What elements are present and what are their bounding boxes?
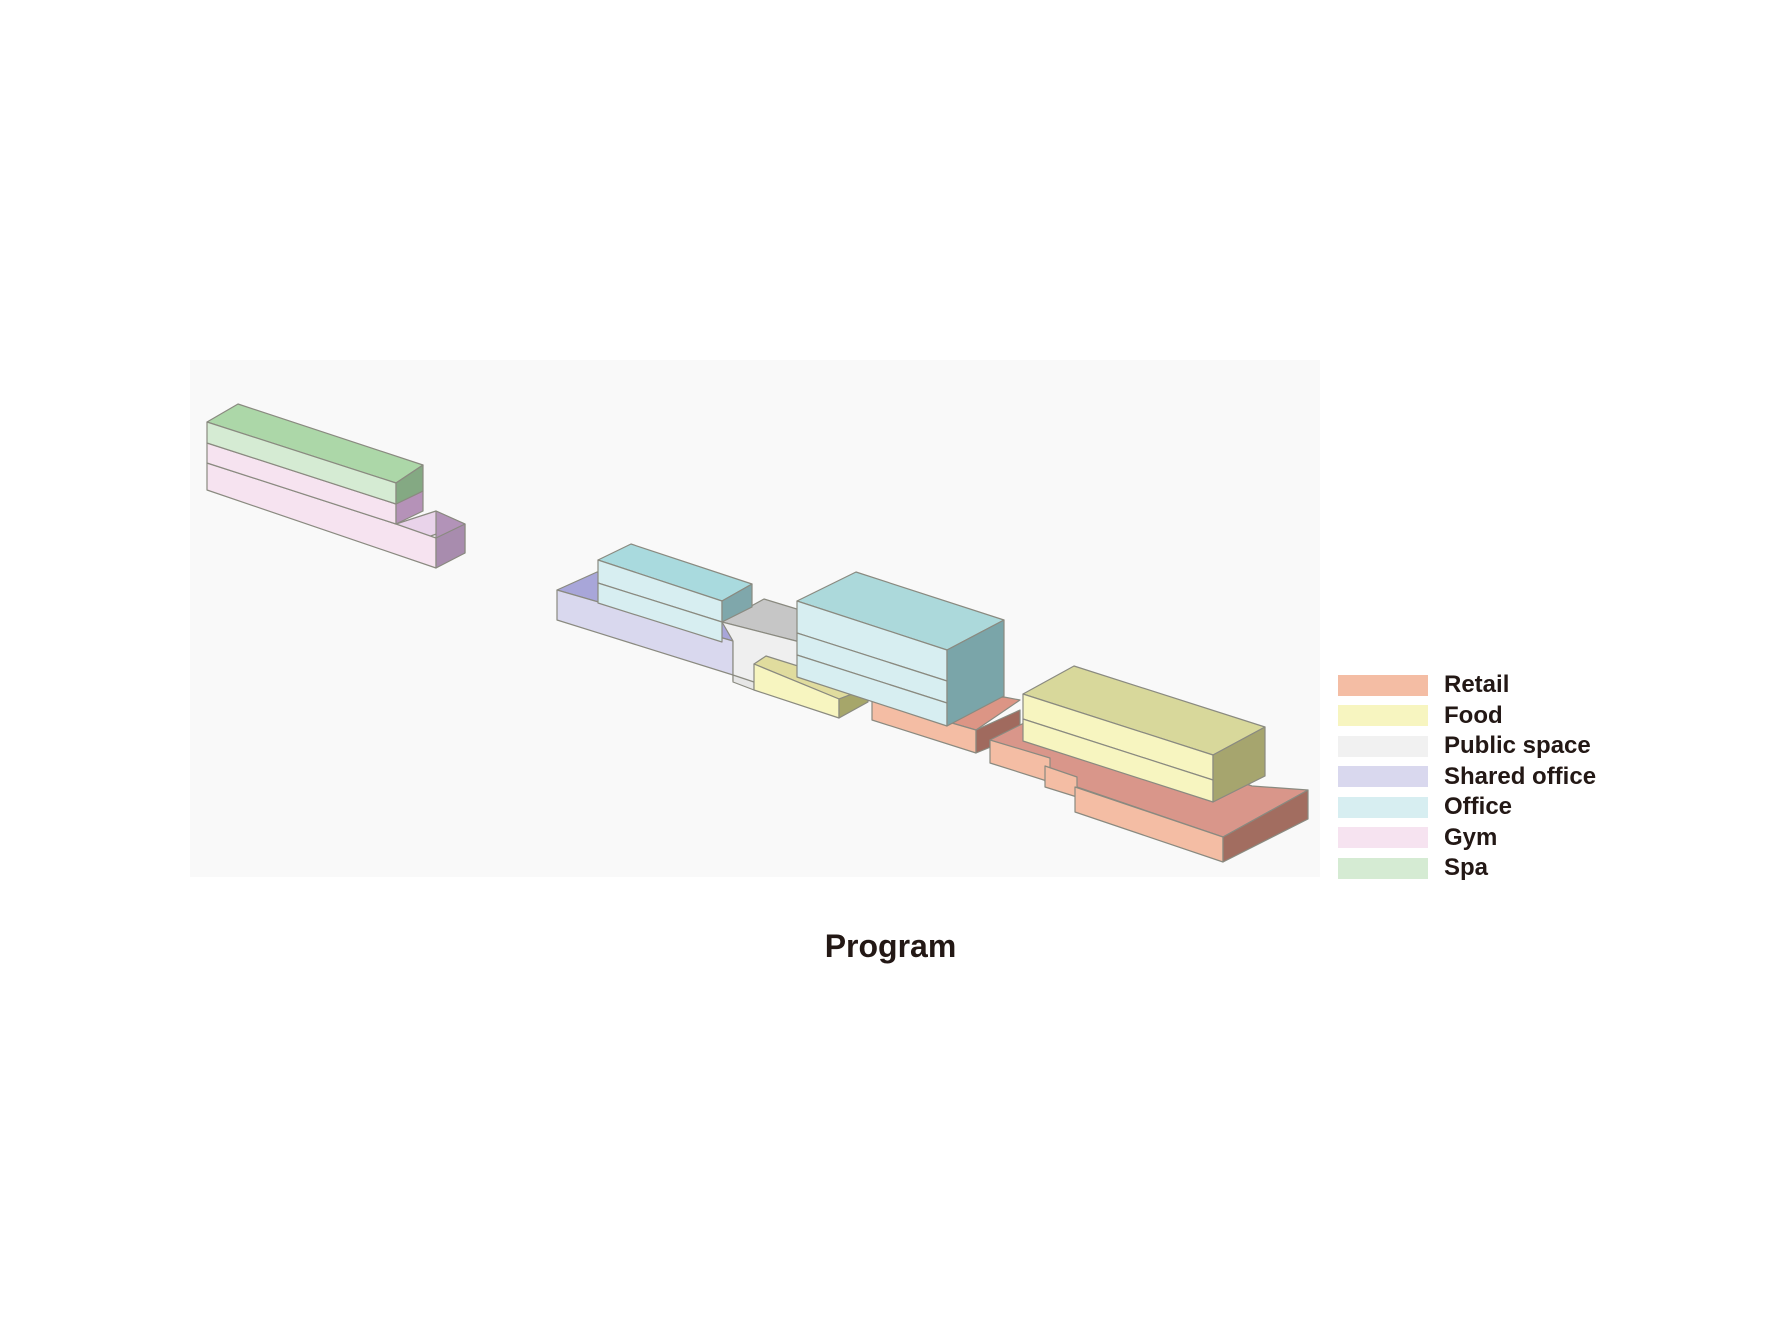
legend-label-office: Office (1444, 793, 1513, 821)
spa-side (395, 464, 424, 505)
legend-swatch-office (1338, 796, 1428, 818)
legend-label-spa: Spa (1444, 854, 1489, 882)
office-large-block (796, 571, 1005, 727)
legend-swatch-food (1338, 705, 1428, 727)
legend-item-spa: Spa (1338, 853, 1638, 884)
gym-extension-right (435, 523, 466, 569)
legend-swatch-spa (1338, 857, 1428, 879)
legend-item-gym: Gym (1338, 823, 1638, 854)
legend-item-retail: Retail (1338, 670, 1638, 701)
legend-swatch-public-space (1338, 735, 1428, 757)
legend-item-food: Food (1338, 701, 1638, 732)
legend-label-retail: Retail (1444, 671, 1510, 699)
office-large-side (946, 619, 1005, 727)
food-large-block (1022, 665, 1266, 803)
figure-caption: Program (824, 928, 957, 964)
legend-swatch-gym (1338, 827, 1428, 849)
legend-item-shared-office: Shared office (1338, 762, 1638, 793)
legend-swatch-shared-office (1338, 766, 1428, 788)
legend-item-public-space: Public space (1338, 731, 1638, 762)
legend: Retail Food Public space Shared office O… (1338, 670, 1638, 884)
office-small-block (597, 543, 753, 643)
retail-large-side (1222, 789, 1309, 863)
legend-swatch-retail (1338, 674, 1428, 696)
legend-label-food: Food (1444, 701, 1503, 729)
spa-gym-block (206, 403, 466, 569)
food-large-side (1212, 726, 1266, 803)
legend-label-public-space: Public space (1444, 732, 1591, 760)
legend-item-office: Office (1338, 792, 1638, 823)
office-small-front-lower (597, 582, 723, 643)
legend-label-shared-office: Shared office (1444, 762, 1597, 790)
legend-label-gym: Gym (1444, 823, 1498, 851)
office-small-side (721, 583, 753, 623)
